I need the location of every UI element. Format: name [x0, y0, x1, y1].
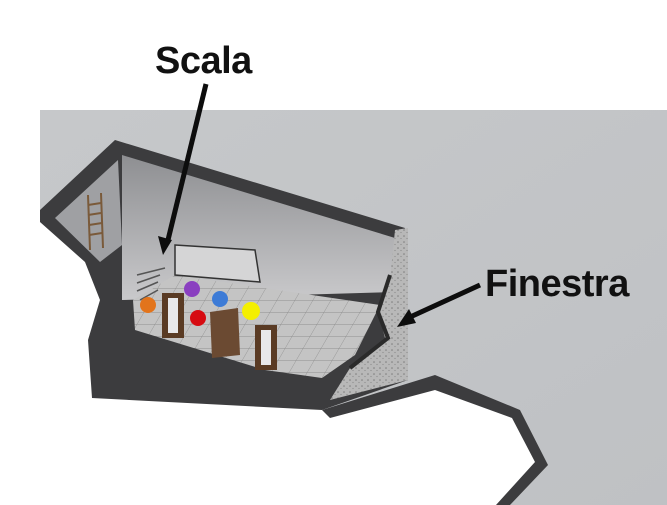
window-wall [330, 228, 408, 400]
yellow-marker [242, 302, 260, 320]
stairs-icon [136, 267, 166, 301]
finestra-arrow-icon [397, 282, 482, 327]
void-area [40, 222, 120, 380]
counter [174, 244, 261, 283]
cave-rim [322, 375, 548, 505]
ladder-icon [87, 192, 104, 251]
wardrobe [210, 308, 240, 358]
finestra-label: Finestra [485, 263, 629, 305]
blue-marker [212, 291, 228, 307]
purple-marker [184, 281, 200, 297]
mirror-right [255, 325, 277, 370]
red-marker [190, 310, 206, 326]
orange-marker [140, 297, 156, 313]
scala-arrow-icon [158, 83, 209, 255]
mirror-left [162, 293, 184, 338]
scala-label: Scala [155, 40, 252, 82]
